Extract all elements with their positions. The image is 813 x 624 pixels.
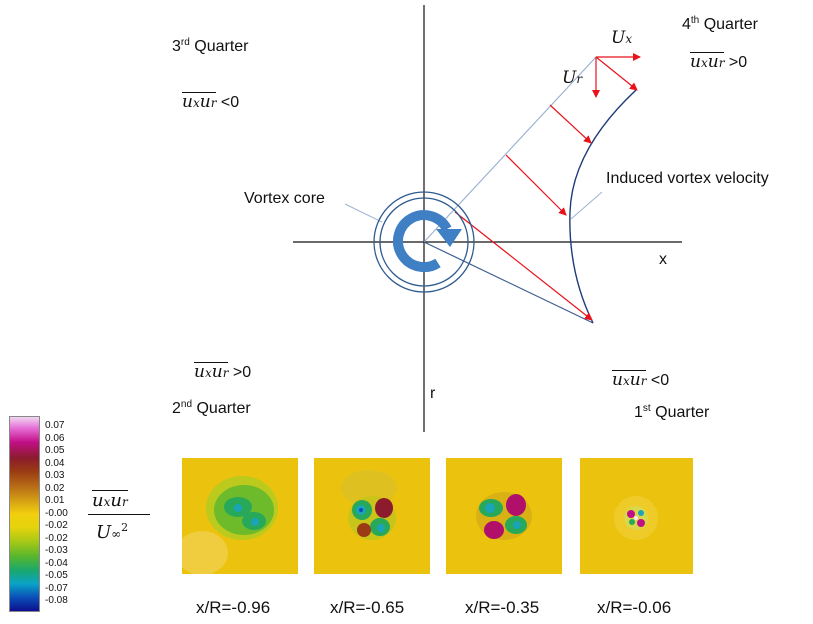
quarter-4-sign: >0 — [728, 54, 748, 71]
colorbar-tick-label: -0.02 — [45, 532, 68, 544]
induced-velocity-leader — [570, 191, 603, 220]
colorbar-tick-label: 0.07 — [45, 420, 65, 431]
velocity-arrow — [454, 211, 593, 321]
lower-ray — [423, 241, 594, 324]
vortex-rotation-arrowhead — [436, 229, 462, 247]
colorbar-tick-label: -0.03 — [45, 545, 68, 556]
x-axis-label: x — [659, 251, 667, 268]
contour-panel-3 — [446, 458, 562, 574]
quarter-4-label: 4th Quarter — [682, 16, 758, 33]
correlation-symbol: uxur — [182, 92, 217, 112]
quarter-4-correlation: uxur >0 — [690, 52, 747, 71]
ux-label: Ux — [611, 28, 633, 48]
contour-panel-2 — [314, 458, 430, 574]
quarter-4-suffix: th — [690, 15, 700, 26]
colorbar-quantity-denominator: U∞2 — [96, 521, 129, 543]
colorbar-tick-label: -0.07 — [45, 582, 68, 594]
vortex-core-label: Vortex core — [244, 190, 325, 207]
colorbar-tick-label: -0.05 — [45, 570, 68, 581]
quarter-3-label: 3rd Quarter — [172, 38, 249, 55]
vortex-core-inner-ring — [379, 197, 469, 287]
quarter-3-sign: <0 — [220, 94, 240, 111]
quarter-1-sign: <0 — [650, 372, 670, 389]
colorbar-tick-label: 0.05 — [45, 445, 65, 456]
colorbar-tick-label: 0.03 — [45, 470, 65, 481]
colorbar-tick-label: 0.02 — [45, 482, 65, 494]
colorbar-tick-label: 0.04 — [45, 457, 65, 469]
contour-plot-2 — [314, 458, 430, 574]
quarter-3-correlation: uxur <0 — [182, 92, 239, 111]
panel-label-2: x/R=-0.65 — [330, 598, 405, 617]
colorbar-tick-label: -0.02 — [45, 520, 68, 531]
colorbar-tick-label: 0.06 — [45, 432, 65, 444]
quarter-1-number: 1 — [634, 404, 643, 421]
vortex-rotation-arrow — [393, 210, 452, 273]
velocity-arrow — [505, 154, 567, 216]
quarter-2-suffix: nd — [180, 399, 193, 410]
panel-label-3: x/R=-0.35 — [465, 598, 540, 617]
fraction-bar — [88, 514, 150, 515]
quarter-1-correlation: uxur <0 — [612, 370, 669, 389]
correlation-symbol: uxur — [612, 370, 647, 390]
velocity-profile-curve — [569, 89, 637, 324]
contour-panel-4 — [580, 458, 693, 574]
quarter-2-number: 2 — [172, 400, 181, 417]
correlation-symbol: uxur — [194, 362, 229, 382]
induced-velocity-label: Induced vortex velocity — [606, 170, 769, 187]
colorbar-tick-label: -0.08 — [45, 595, 68, 606]
quarter-3-suffix: rd — [180, 37, 190, 48]
quarter-2-label: 2nd Quarter — [172, 400, 251, 417]
contour-plot-3 — [446, 458, 562, 574]
vortex-core-outer-ring — [373, 191, 475, 293]
vortex-core-leader — [344, 203, 383, 223]
velocity-arrow — [595, 56, 638, 91]
quarter-4-number: 4 — [682, 16, 691, 33]
r-axis-label: r — [430, 385, 436, 402]
colorbar-tick-label: -0.00 — [45, 507, 68, 519]
quarter-2-sign: >0 — [232, 364, 252, 381]
correlation-symbol: uxur — [690, 52, 725, 72]
quarter-1-label: 1st Quarter — [634, 404, 709, 421]
contour-plot-1 — [182, 458, 298, 574]
upper-ray — [423, 56, 597, 243]
quarter-4-word: Quarter — [703, 16, 758, 33]
ur-label: Ur — [562, 68, 583, 88]
contour-panel-1 — [182, 458, 298, 574]
quarter-3-word: Quarter — [194, 38, 249, 55]
velocity-arrow — [549, 104, 592, 144]
quarter-1-suffix: st — [642, 403, 651, 414]
contour-plot-4 — [580, 458, 693, 574]
colorbar-tick-label: -0.04 — [45, 557, 68, 569]
panel-label-4: x/R=-0.06 — [597, 598, 672, 617]
quarter-1-word: Quarter — [655, 404, 710, 421]
quarter-2-correlation: uxur >0 — [194, 362, 251, 381]
colorbar-tick-label: 0.01 — [45, 495, 65, 506]
quarter-3-number: 3 — [172, 38, 181, 55]
quarter-2-word: Quarter — [196, 400, 251, 417]
panel-label-1: x/R=-0.96 — [196, 598, 271, 617]
colorbar — [9, 416, 40, 612]
colorbar-quantity-numerator: uxur — [92, 490, 128, 511]
